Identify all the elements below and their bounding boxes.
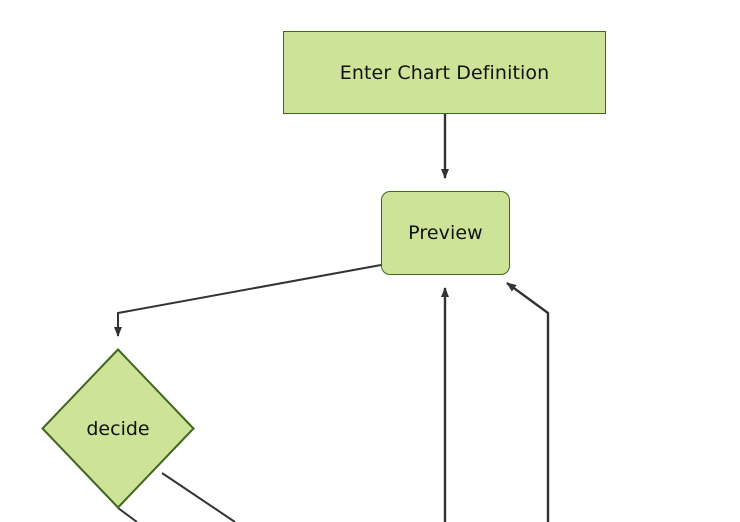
edge-feedback-right-to-preview	[506, 282, 550, 522]
node-preview-label: Preview	[408, 222, 483, 244]
decide-diamond-shape	[41, 348, 195, 509]
edge-decide-branch-right	[161, 472, 236, 522]
edge-decide-branch-left	[117, 507, 138, 522]
node-enter-chart-definition-label: Enter Chart Definition	[339, 61, 550, 84]
edge-preview-to-decide	[114, 264, 382, 337]
node-decide[interactable]	[41, 348, 195, 509]
node-enter-chart-definition[interactable]: Enter Chart Definition	[283, 31, 606, 114]
node-preview[interactable]: Preview	[381, 191, 510, 275]
